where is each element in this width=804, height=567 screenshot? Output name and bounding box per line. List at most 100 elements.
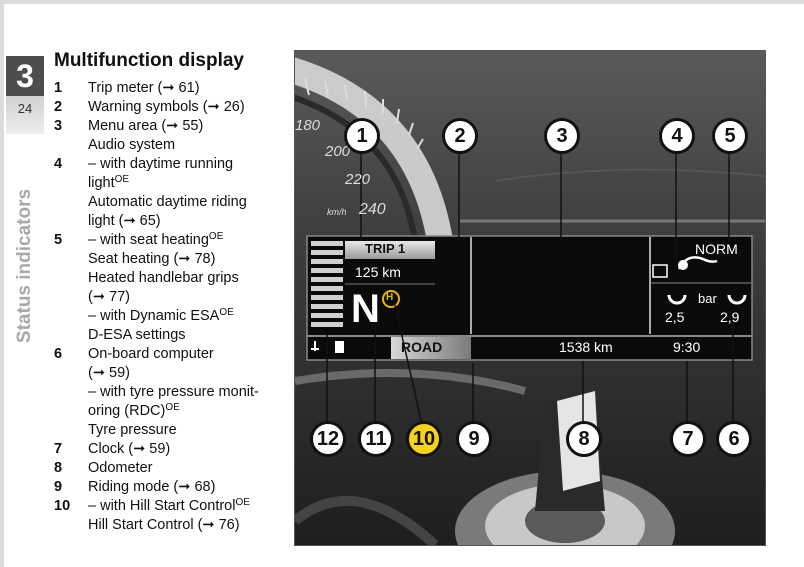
legend-text-main: Seat heating (➞ 78)	[88, 251, 216, 267]
legend-text: Trip meter (➞ 61)	[88, 79, 200, 98]
legend-text-main: Tyre pressure	[88, 422, 177, 438]
callout-8: 8	[566, 421, 602, 457]
callout-11: 11	[358, 421, 394, 457]
legend-text: (➞ 59)	[88, 364, 130, 383]
legend-row: Heated handlebar grips	[52, 269, 292, 288]
legend-text: Clock (➞ 59)	[88, 440, 170, 459]
legend-number: 2	[54, 99, 63, 115]
callout-12: 12	[310, 421, 346, 457]
legend-text: – with Dynamic ESAOE	[88, 307, 234, 326]
speed-unit: km/h	[327, 207, 347, 217]
legend-text: Tyre pressure	[88, 421, 177, 440]
legend-text: oring (RDC)OE	[88, 402, 180, 421]
manual-page: 3 24 Status indicators Multifunction dis…	[4, 4, 804, 567]
legend-number: 5	[54, 232, 63, 248]
legend-row: 8 Odometer	[52, 459, 292, 478]
legend-row: – with Dynamic ESAOE	[52, 307, 292, 326]
speed-tick-180: 180	[295, 117, 321, 134]
speed-tick-200: 200	[325, 143, 351, 160]
legend-text: lightOE	[88, 174, 129, 193]
legend-text-main: light (➞ 65)	[88, 213, 161, 229]
legend-row: 2 Warning symbols (➞ 26)	[52, 98, 292, 117]
legend-row: D-ESA settings	[52, 326, 292, 345]
legend-number: 3	[54, 118, 63, 134]
riding-mode: ROAD	[401, 339, 443, 355]
legend-number: 4	[54, 156, 63, 172]
legend-text-main: Riding mode (➞ 68)	[88, 479, 216, 495]
legend-text: Heated handlebar grips	[88, 269, 239, 288]
callout-1: 1	[344, 118, 380, 154]
legend-text-main: – with daytime running	[88, 156, 234, 172]
callout-2: 2	[442, 118, 478, 154]
legend-row: (➞ 59)	[52, 364, 292, 383]
pressure-front: 2,5	[665, 309, 685, 325]
legend-row: 3 Menu area (➞ 55)	[52, 117, 292, 136]
callout-3: 3	[544, 118, 580, 154]
legend-text: Warning symbols (➞ 26)	[88, 98, 245, 117]
legend-row: 4 – with daytime running	[52, 155, 292, 174]
legend-option-marker: OE	[235, 497, 250, 508]
legend-text: (➞ 77)	[88, 288, 130, 307]
legend-row: 5 – with seat heatingOE	[52, 231, 292, 250]
legend-text-main: Menu area (➞ 55)	[88, 118, 204, 134]
legend-text: Odometer	[88, 459, 152, 478]
legend-text: Automatic daytime riding	[88, 193, 247, 212]
legend-number: 7	[54, 441, 63, 457]
legend-row: lightOE	[52, 174, 292, 193]
legend-row: light (➞ 65)	[52, 212, 292, 231]
legend-row: 7 Clock (➞ 59)	[52, 440, 292, 459]
legend-text: – with daytime running	[88, 155, 233, 174]
legend-text-main: Hill Start Control (➞ 76)	[88, 517, 240, 533]
page-number: 24	[6, 96, 44, 134]
legend-text-main: (➞ 77)	[88, 289, 130, 305]
legend-text-main: Clock (➞ 59)	[88, 441, 171, 457]
legend-row: – with tyre pressure monit-	[52, 383, 292, 402]
legend-row: 10 – with Hill Start ControlOE	[52, 497, 292, 516]
callout-10: 10	[406, 421, 442, 457]
legend-text-main: – with Hill Start Control	[88, 498, 236, 514]
legend-row: Seat heating (➞ 78)	[52, 250, 292, 269]
legend-row: oring (RDC)OE	[52, 402, 292, 421]
legend-option-marker: OE	[165, 402, 180, 413]
legend-text-main: Odometer	[88, 460, 153, 476]
legend-number: 6	[54, 346, 63, 362]
legend-option-marker: OE	[219, 307, 234, 318]
legend-row: Hill Start Control (➞ 76)	[52, 516, 292, 535]
trip-label: TRIP 1	[365, 241, 406, 256]
gear-indicator: N	[351, 287, 380, 331]
callout-4: 4	[659, 118, 695, 154]
legend-text-main: On-board computer	[88, 346, 214, 362]
section-label-text: Status indicators	[14, 188, 35, 344]
legend-text: – with seat heatingOE	[88, 231, 223, 250]
legend-text-main: – with tyre pressure monit-	[88, 384, 259, 400]
legend-text: – with Hill Start ControlOE	[88, 497, 250, 516]
section-label: Status indicators	[6, 176, 44, 356]
page-title: Multifunction display	[54, 50, 244, 71]
legend-text: Riding mode (➞ 68)	[88, 478, 215, 497]
legend-row: (➞ 77)	[52, 288, 292, 307]
legend-text-main: Heated handlebar grips	[88, 270, 239, 286]
callout-7: 7	[670, 421, 706, 457]
legend-text-main: Warning symbols (➞ 26)	[88, 99, 245, 115]
legend-text-main: oring (RDC)	[88, 403, 166, 419]
legend-text: Menu area (➞ 55)	[88, 117, 203, 136]
chapter-number: 3	[6, 56, 44, 96]
legend-text: On-board computer	[88, 345, 214, 364]
dashboard-figure: 180 200 220 km/h 240 TRIP 1 125 km N H R…	[294, 50, 766, 546]
legend-row: Tyre pressure	[52, 421, 292, 440]
callout-6: 6	[716, 421, 752, 457]
speed-tick-220: 220	[345, 171, 371, 188]
legend-option-marker: OE	[114, 174, 130, 185]
legend-text: light (➞ 65)	[88, 212, 161, 231]
speed-tick-240: 240	[359, 201, 386, 218]
legend-number: 10	[54, 498, 71, 514]
callout-9: 9	[456, 421, 492, 457]
pressure-rear: 2,9	[720, 309, 740, 325]
clock-value: 9:30	[673, 339, 701, 355]
legend-text-main: – with Dynamic ESA	[88, 308, 220, 324]
legend-number: 8	[54, 460, 63, 476]
legend-number: 1	[54, 80, 63, 96]
legend-list: 1 Trip meter (➞ 61) 2 Warning symbols (➞ 26…	[52, 79, 292, 535]
legend-text-main: Automatic daytime riding	[88, 194, 247, 210]
legend-text: D-ESA settings	[88, 326, 186, 345]
